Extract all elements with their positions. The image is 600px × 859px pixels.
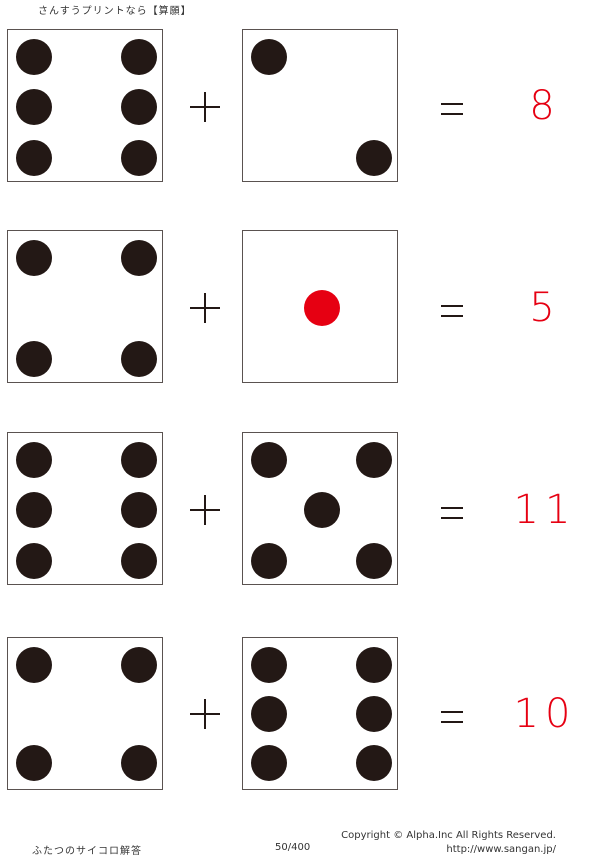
pip	[251, 39, 287, 75]
die-six	[7, 29, 163, 182]
answer: 11	[513, 487, 577, 533]
plus-sign	[190, 293, 220, 323]
pip	[16, 39, 52, 75]
pip	[121, 492, 157, 528]
pip	[121, 543, 157, 579]
pip	[251, 745, 287, 781]
pip	[16, 240, 52, 276]
answer: 10	[513, 691, 577, 737]
pip	[16, 543, 52, 579]
pip	[121, 442, 157, 478]
pip	[16, 647, 52, 683]
die-two	[242, 29, 398, 182]
copyright-block: Copyright © Alpha.Inc All Rights Reserve…	[341, 829, 556, 857]
die-one	[242, 230, 398, 383]
die-six	[242, 637, 398, 790]
pip	[356, 140, 392, 176]
die-six	[7, 432, 163, 585]
pip	[251, 442, 287, 478]
equals-sign	[441, 305, 463, 317]
equals-sign	[441, 507, 463, 519]
pip	[16, 140, 52, 176]
pip	[121, 89, 157, 125]
problem-row-4: 10	[0, 637, 600, 797]
pip	[356, 745, 392, 781]
problem-row-1: 8	[0, 29, 600, 189]
die-four	[7, 230, 163, 383]
pip	[251, 647, 287, 683]
pip	[121, 647, 157, 683]
pip	[121, 140, 157, 176]
copyright-text: Copyright © Alpha.Inc All Rights Reserve…	[341, 830, 556, 841]
pip	[356, 442, 392, 478]
pip	[251, 543, 287, 579]
pip	[16, 341, 52, 377]
site-header: さんすうプリントなら【算願】	[38, 6, 192, 17]
page-number: 50/400	[275, 842, 311, 853]
pip	[356, 543, 392, 579]
die-four	[7, 637, 163, 790]
answer: 8	[529, 83, 561, 129]
plus-sign	[190, 495, 220, 525]
site-url-link[interactable]: http://www.sangan.jp/	[446, 844, 556, 855]
pip	[121, 39, 157, 75]
die-five	[242, 432, 398, 585]
pip	[356, 696, 392, 732]
pip	[121, 745, 157, 781]
worksheet-title: ふたつのサイコロ解答	[32, 846, 142, 857]
pip	[16, 492, 52, 528]
pip	[121, 240, 157, 276]
pip	[251, 696, 287, 732]
pip	[16, 89, 52, 125]
plus-sign	[190, 92, 220, 122]
plus-sign	[190, 699, 220, 729]
pip	[16, 745, 52, 781]
pip	[356, 647, 392, 683]
equals-sign	[441, 103, 463, 115]
equals-sign	[441, 711, 463, 723]
answer: 5	[529, 285, 561, 331]
pip-red	[304, 290, 340, 326]
pip	[16, 442, 52, 478]
problem-row-2: 5	[0, 230, 600, 390]
pip	[304, 492, 340, 528]
problem-row-3: 11	[0, 432, 600, 592]
pip	[121, 341, 157, 377]
